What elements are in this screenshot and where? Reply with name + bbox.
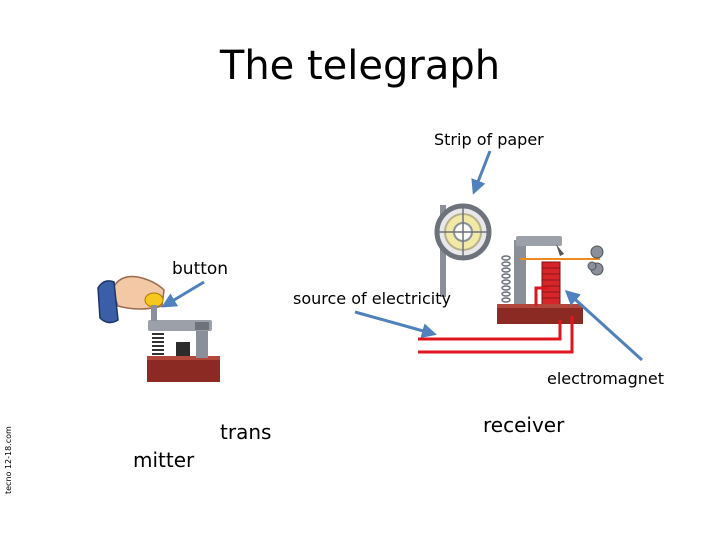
receiver-spring-icon — [501, 255, 511, 303]
transmitter-illustration — [97, 275, 220, 382]
receiver-base-top — [497, 304, 583, 308]
label-strip-of-paper: Strip of paper — [434, 130, 544, 149]
transmitter-post — [196, 326, 208, 358]
label-electromagnet: electromagnet — [547, 369, 665, 388]
arrow-button — [161, 280, 205, 308]
wire-bottom — [418, 316, 574, 354]
label-arrows — [161, 150, 644, 362]
label-receiver: receiver — [483, 413, 565, 437]
receiver-post — [514, 240, 526, 308]
electromagnet-coil-icon — [541, 261, 561, 307]
credit-text: tecno 12-18.com — [4, 426, 13, 494]
transmitter-spring-icon — [152, 333, 164, 355]
receiver-arm — [516, 236, 562, 246]
arrow-strip-of-paper — [471, 150, 492, 195]
button-knob-icon — [144, 292, 164, 308]
transmitter-pivot — [195, 322, 209, 330]
receiver-stylus — [556, 244, 564, 256]
gear-icon — [587, 245, 604, 276]
label-trans: trans — [220, 420, 272, 444]
wire-coil-loop — [534, 286, 548, 306]
paper-roll-spokes — [437, 206, 489, 258]
slide-title: The telegraph — [219, 43, 501, 89]
sleeve-icon — [97, 280, 119, 324]
transmitter-base-top — [147, 356, 220, 360]
transmitter-stud — [176, 342, 190, 356]
coil-windings — [542, 267, 560, 299]
receiver-base — [497, 306, 583, 324]
label-mitter: mitter — [133, 448, 195, 472]
label-button: button — [172, 259, 229, 279]
arrow-source — [354, 310, 437, 339]
label-source-of-electricity: source of electricity — [293, 289, 451, 308]
circuit-wires — [418, 286, 574, 354]
transmitter-base — [147, 358, 220, 382]
button-stem — [151, 305, 157, 321]
receiver-illustration — [434, 203, 604, 324]
wire-top — [418, 320, 562, 341]
arrow-electromagnet — [564, 289, 644, 362]
